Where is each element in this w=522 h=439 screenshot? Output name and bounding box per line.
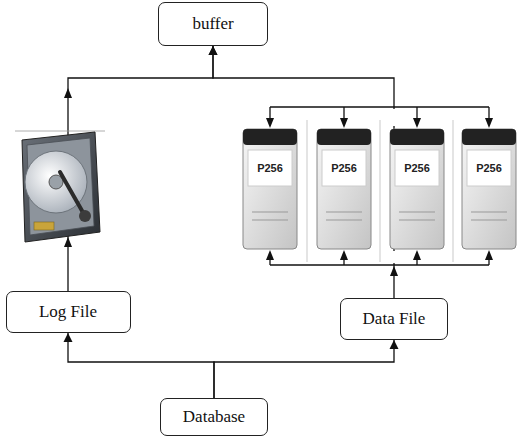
wire: [270, 106, 489, 107]
solid-state-drive: [243, 129, 297, 249]
arrowhead: [64, 88, 72, 98]
ssd-sticker: [248, 150, 292, 186]
arrowhead: [485, 250, 493, 260]
ssd-stripe: [471, 212, 507, 213]
ssd-body: [317, 129, 371, 249]
crop-line: [15, 131, 105, 132]
arrowhead: [340, 118, 348, 128]
ssd-stripe: [326, 220, 362, 221]
ssd-body: [243, 129, 297, 249]
ssd-body: [462, 129, 516, 249]
ssd-band: [243, 129, 297, 145]
arrow-connector: [214, 340, 394, 398]
ssd-sticker: [322, 150, 366, 186]
divider-lines: [307, 120, 453, 262]
drive-body: [22, 132, 100, 242]
ssd-band: [390, 129, 444, 145]
arrowhead: [390, 266, 398, 276]
model-label: P256: [257, 162, 283, 174]
arm-pivot: [79, 210, 91, 222]
ssd-stripe: [326, 212, 362, 213]
connector-pins: [34, 222, 54, 230]
arrowhead: [485, 118, 493, 128]
ssd-stripe: [399, 212, 435, 213]
divider-line: [307, 120, 308, 262]
buffer-box: buffer: [158, 2, 268, 46]
ground-patch: [388, 251, 400, 263]
arrowhead: [340, 250, 348, 260]
arrowheads: [64, 88, 493, 276]
file-box: Log File: [6, 291, 131, 333]
ssd-sticker: [395, 150, 439, 186]
ssd-stripe: [252, 212, 288, 213]
ssd-stripe: [399, 220, 435, 221]
hard-disk-drive: [15, 131, 105, 242]
arrowhead: [413, 250, 421, 260]
file-box: Data File: [340, 298, 448, 340]
arrowhead: [266, 250, 274, 260]
ssd-stripe: [471, 220, 507, 221]
arrowhead: [413, 118, 421, 128]
ssd-body: [390, 129, 444, 249]
ssd-sticker: [467, 150, 511, 186]
database-box: Database: [160, 398, 268, 436]
arrowhead: [266, 118, 274, 128]
divider-line: [380, 120, 381, 262]
ssd-stripe: [252, 220, 288, 221]
node-label: Database: [183, 407, 245, 427]
head-arm: [60, 172, 85, 216]
ssd-band: [462, 129, 516, 145]
node-label: buffer: [192, 14, 233, 34]
arrowhead: [64, 237, 72, 247]
solid-state-drive: [390, 129, 444, 249]
arrow-connector: [213, 46, 394, 298]
node-label: Data File: [363, 309, 426, 329]
solid-state-drive: [462, 129, 516, 249]
solid-state-drive: [317, 129, 371, 249]
model-label: P256: [404, 162, 430, 174]
arrow-connector: [68, 333, 214, 398]
ssd-band: [317, 129, 371, 145]
model-label: P256: [331, 162, 357, 174]
model-label: P256: [476, 162, 502, 174]
divider-line: [453, 120, 454, 262]
fan-wires: [270, 107, 489, 265]
ground-patch: [388, 109, 400, 126]
node-label: Log File: [39, 302, 97, 322]
wire: [270, 264, 489, 265]
